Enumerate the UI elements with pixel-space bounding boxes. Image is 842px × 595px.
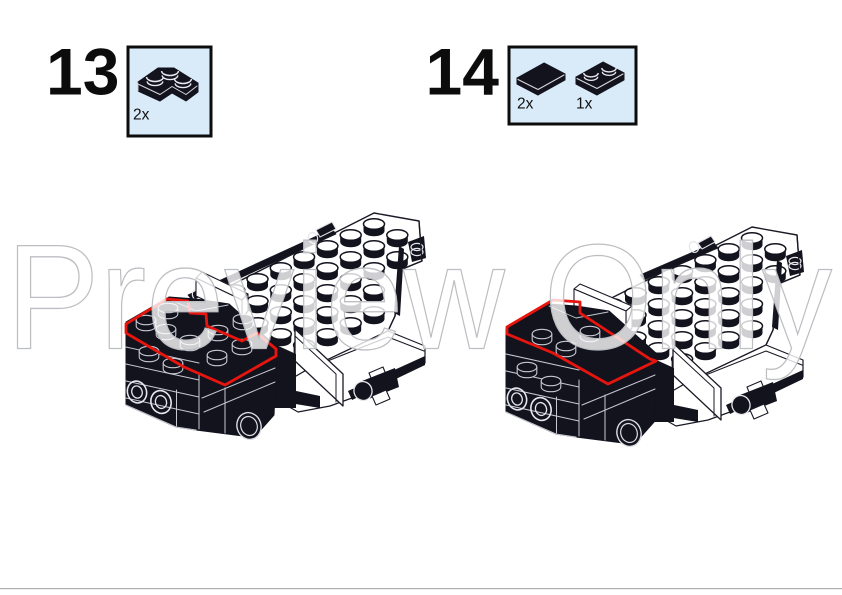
svg-text:Preview Only: Preview Only: [6, 214, 832, 381]
svg-text:13: 13: [46, 34, 119, 108]
svg-text:2x: 2x: [517, 96, 534, 113]
svg-text:1x: 1x: [576, 96, 593, 113]
svg-text:2x: 2x: [133, 107, 150, 124]
svg-text:14: 14: [426, 34, 500, 108]
